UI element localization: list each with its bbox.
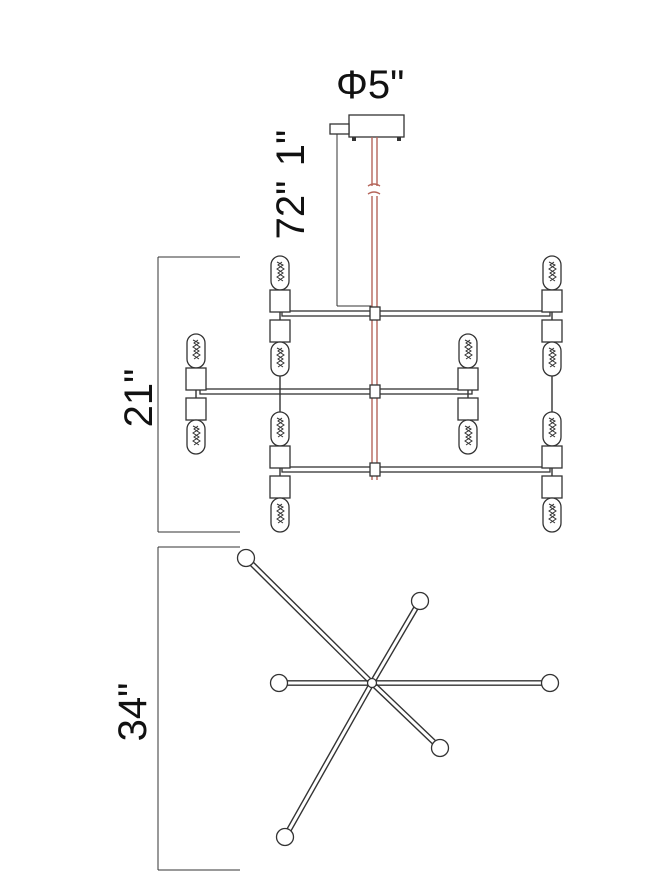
canopy-height-dimension <box>336 134 372 307</box>
lamp-group-bottom-right-bulb-top <box>542 411 562 447</box>
lamp-group-middle-right-bulb-bottom-filament <box>464 425 472 446</box>
plan-arm-upper-left-bulb <box>236 548 256 568</box>
plan-view <box>236 548 560 847</box>
lamp-group-bottom-left-bulb-top-filament-2 <box>277 417 285 438</box>
lamp-group-middle-right <box>457 333 479 455</box>
lamp-group-middle-left-bulb-top-filament <box>192 339 200 360</box>
canopy-height-label: 1" <box>269 130 313 166</box>
lamp-group-top-left-socket-top <box>269 289 291 313</box>
fixture-arm-top <box>281 306 551 321</box>
plan-arm-upper-right-edge-b <box>369 599 419 683</box>
lamp-group-middle-right-socket-top <box>457 367 479 391</box>
lamp-group-bottom-right <box>541 411 563 533</box>
lamp-group-top-left-bulb-bottom <box>270 341 290 377</box>
lamp-group-middle-right-bulb-bottom <box>458 419 478 455</box>
plan-arm-lower-right-edge-a <box>369 684 439 751</box>
lamp-group-bottom-right-bulb-top-filament <box>548 417 556 438</box>
lamp-group-middle-left-socket-top <box>185 367 207 391</box>
lamp-group-top-left-socket-bottom <box>269 319 291 343</box>
lamp-group-top-right <box>541 255 563 377</box>
lamp-group-top-right-bulb-bottom-filament-2 <box>549 347 557 368</box>
plan-arm-right-bulb <box>540 673 560 693</box>
plan-arm-upper-right-bulb <box>410 591 430 611</box>
fixture-height-dimension <box>157 256 240 533</box>
lamp-group-middle-left-bulb-top <box>186 333 206 369</box>
fixture-arm-middle <box>199 384 473 399</box>
lamp-group-middle-right-bulb-top-filament-2 <box>465 339 473 360</box>
plan-arm-lower-left-edge-a <box>282 681 371 837</box>
lamp-group-bottom-right-socket-bottom <box>541 475 563 499</box>
lamp-group-top-right-bulb-top <box>542 255 562 291</box>
lamp-group-top-right-bulb-bottom-filament <box>548 347 556 368</box>
fixture-width-dimension <box>157 546 240 871</box>
lamp-group-top-left <box>269 255 291 377</box>
lamp-group-top-right-bulb-top-filament-2 <box>549 261 557 282</box>
lamp-group-bottom-right-bulb-top-filament-2 <box>549 417 557 438</box>
plan-arm-lower-left-edge-b <box>286 683 375 839</box>
lamp-group-middle-left <box>185 333 207 455</box>
plan-arm-upper-left-edge-a <box>247 555 375 682</box>
lamp-group-middle-right-bulb-top-filament <box>464 339 472 360</box>
lamp-group-middle-right-bulb-bottom-filament-2 <box>465 425 473 446</box>
plan-arm-lower-right-bulb <box>430 738 450 758</box>
lamp-group-top-right-bulb-top-filament <box>548 261 556 282</box>
lamp-group-bottom-left-socket-bottom <box>269 475 291 499</box>
canopy <box>329 114 405 141</box>
lamp-group-bottom-left-bulb-bottom-filament <box>276 503 284 524</box>
lamp-group-bottom-left <box>269 411 291 533</box>
lamp-group-middle-left-bulb-bottom <box>186 419 206 455</box>
lamp-group-bottom-right-bulb-bottom <box>542 497 562 533</box>
lamp-group-bottom-left-bulb-top <box>270 411 290 447</box>
lamp-groups <box>185 255 563 533</box>
lamp-group-bottom-right-bulb-bottom-filament-2 <box>549 503 557 524</box>
plan-arm-left-bulb <box>269 673 289 693</box>
lamp-group-bottom-left-bulb-bottom <box>270 497 290 533</box>
rod-length-label: 72" <box>269 181 313 240</box>
canopy-diameter-label: Φ5" <box>336 63 404 107</box>
lamp-group-top-right-socket-bottom <box>541 319 563 343</box>
fixture-height-label: 21" <box>117 369 161 428</box>
suspension-rod <box>367 137 381 480</box>
lamp-group-top-left-bulb-top-filament <box>276 261 284 282</box>
plan-arm-lower-left-bulb <box>275 827 295 847</box>
plan-arm-upper-left-edge-b <box>243 559 371 686</box>
lamp-group-middle-left-socket-bottom <box>185 397 207 421</box>
fixture-arm-bottom <box>281 462 551 477</box>
lamp-group-top-left-bulb-bottom-filament-2 <box>277 347 285 368</box>
lamp-group-middle-left-bulb-bottom-filament <box>192 425 200 446</box>
lamp-group-top-left-bulb-bottom-filament <box>276 347 284 368</box>
lamp-group-middle-right-socket-bottom <box>457 397 479 421</box>
lamp-group-bottom-left-socket-top <box>269 445 291 469</box>
plan-arm-lower-right-edge-b <box>373 680 443 747</box>
lamp-group-bottom-right-bulb-bottom-filament <box>548 503 556 524</box>
lamp-group-middle-right-bulb-top <box>458 333 478 369</box>
lamp-group-top-left-bulb-top <box>270 255 290 291</box>
lamp-group-bottom-left-bulb-top-filament <box>276 417 284 438</box>
lamp-group-middle-left-bulb-top-filament-2 <box>193 339 201 360</box>
lamp-group-top-right-socket-top <box>541 289 563 313</box>
lamp-group-bottom-right-socket-top <box>541 445 563 469</box>
lamp-group-top-right-bulb-bottom <box>542 341 562 377</box>
lamp-group-bottom-left-bulb-bottom-filament-2 <box>277 503 285 524</box>
plan-arm-upper-right-edge-a <box>373 601 423 685</box>
fixture-width-label: 34" <box>111 683 155 742</box>
lamp-group-middle-left-bulb-bottom-filament-2 <box>193 425 201 446</box>
lamp-group-top-left-bulb-top-filament-2 <box>277 261 285 282</box>
plan-hub <box>366 677 378 689</box>
